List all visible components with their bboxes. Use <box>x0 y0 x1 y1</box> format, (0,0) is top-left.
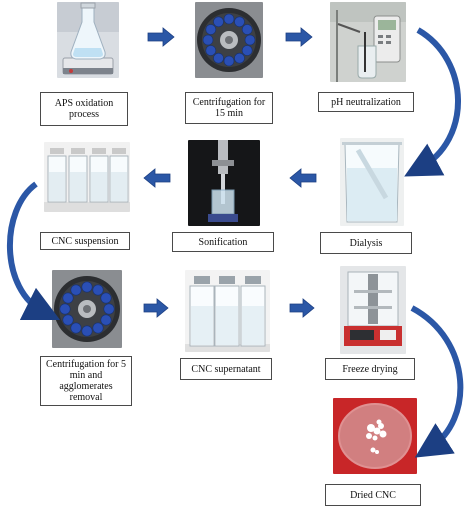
centrifuge-rotor-photo-2 <box>52 270 122 348</box>
curved-arrow-freeze-to-dried <box>410 305 464 458</box>
arrow-aps-to-centrifuge <box>147 27 175 47</box>
step-label-sonification: Sonification <box>172 232 274 252</box>
flask-on-stirrer-photo <box>57 2 119 78</box>
curved-arrow-suspension-to-centrifuge <box>7 181 61 321</box>
step-label-ph-neutralization: pH neutralization <box>318 92 414 112</box>
step-label-centrifugation-15: Centrifugation for 15 min <box>185 92 273 124</box>
step-label-dialysis: Dialysis <box>320 232 412 254</box>
step-label-cnc-suspension: CNC suspension <box>40 232 130 250</box>
step-label-dried-cnc: Dried CNC <box>325 484 421 506</box>
arrow-dialysis-to-sonication <box>289 168 317 188</box>
step-label-centrifugation-5: Centrifugation for 5 min and agglomerate… <box>40 356 132 406</box>
dialysis-beaker-photo <box>340 138 404 226</box>
vials-supernatant-photo <box>185 270 270 352</box>
arrow-centrifuge-to-ph <box>285 27 313 47</box>
sonicator-probe-photo <box>188 140 260 226</box>
freeze-dryer-photo <box>340 266 406 354</box>
step-label-freeze-drying: Freeze drying <box>325 358 415 380</box>
curved-arrow-ph-to-dialysis <box>404 27 461 177</box>
step-label-cnc-supernatant: CNC supernatant <box>180 358 272 380</box>
centrifuge-rotor-photo-1 <box>195 2 263 78</box>
ph-meter-photo <box>330 2 406 82</box>
step-label-aps-oxidation: APS oxidation process <box>40 92 128 126</box>
arrow-centrifuge-to-supernatant <box>143 298 169 318</box>
petri-dish-photo <box>333 398 417 474</box>
arrow-sonication-to-suspension <box>143 168 171 188</box>
vials-suspension-photo <box>44 142 130 212</box>
arrow-supernatant-to-freeze <box>289 298 315 318</box>
